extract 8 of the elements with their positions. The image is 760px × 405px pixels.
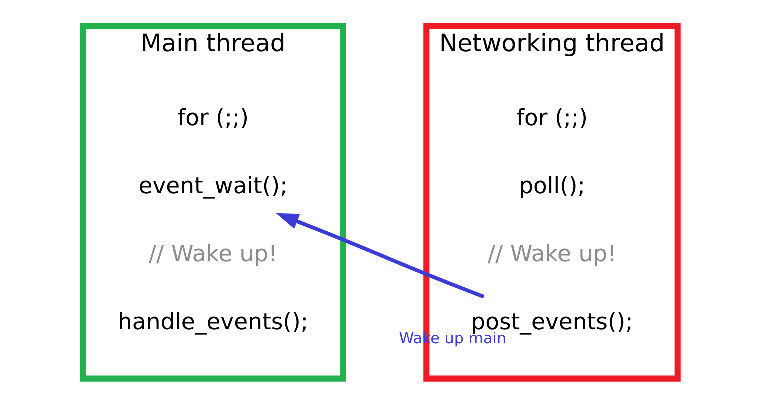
node-text: poll(); — [518, 173, 585, 200]
node-text: event_wait(); — [138, 173, 288, 200]
arrow — [276, 213, 484, 299]
node-text: handle_events(); — [118, 310, 308, 336]
node-text: // Wake up! — [487, 242, 616, 268]
node-text: for (;;) — [177, 105, 248, 132]
node-text: for (;;) — [516, 105, 588, 132]
node-text: // Wake up! — [148, 242, 278, 268]
